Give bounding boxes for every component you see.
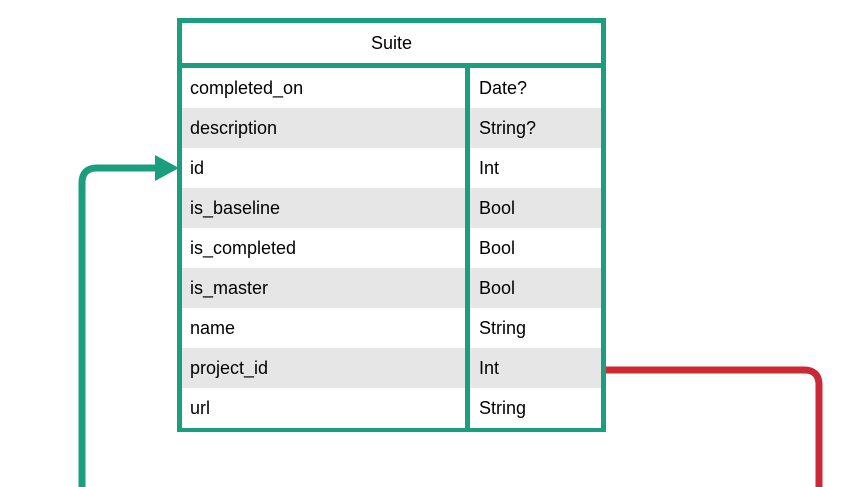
table-row[interactable]: description String? — [182, 108, 601, 148]
relation-line-incoming-id[interactable] — [78, 164, 160, 487]
attribute-name: is_completed — [190, 237, 297, 258]
column-divider — [465, 268, 470, 308]
column-divider — [465, 148, 470, 188]
attribute-name: is_baseline — [190, 197, 281, 218]
attribute-name: id — [190, 157, 205, 178]
table-row[interactable]: is_baseline Bool — [182, 188, 601, 228]
column-divider — [465, 388, 470, 428]
table-row[interactable]: id Int — [182, 148, 601, 188]
attribute-type: Bool — [479, 237, 516, 258]
entity-attribute-list: completed_on Date? description String? i… — [182, 68, 601, 428]
attribute-name: name — [190, 317, 236, 338]
attribute-name: is_master — [190, 277, 269, 298]
column-divider — [465, 108, 470, 148]
entity-box-suite[interactable]: Suite completed_on Date? description Str… — [177, 18, 606, 432]
attribute-type: Int — [479, 157, 500, 178]
table-row[interactable]: completed_on Date? — [182, 68, 601, 108]
table-row[interactable]: project_id Int — [182, 348, 601, 388]
attribute-type: String? — [479, 117, 537, 138]
column-divider — [465, 228, 470, 268]
arrowhead-icon — [155, 155, 179, 181]
entity-title-row: Suite — [182, 23, 601, 68]
attribute-name: url — [190, 397, 211, 418]
attribute-name: completed_on — [190, 77, 304, 98]
attribute-type: String — [479, 317, 527, 338]
table-row[interactable]: is_master Bool — [182, 268, 601, 308]
attribute-name: description — [190, 117, 278, 138]
table-row[interactable]: url String — [182, 388, 601, 428]
attribute-type: Bool — [479, 277, 516, 298]
table-row[interactable]: name String — [182, 308, 601, 348]
attribute-name: project_id — [190, 357, 269, 378]
table-row[interactable]: is_completed Bool — [182, 228, 601, 268]
column-divider — [465, 188, 470, 228]
attribute-type: Bool — [479, 197, 516, 218]
column-divider — [465, 348, 470, 388]
attribute-type: Int — [479, 357, 500, 378]
attribute-type: Date? — [479, 77, 528, 98]
entity-title: Suite — [370, 33, 413, 53]
column-divider — [465, 308, 470, 348]
relation-line-outgoing-project-id[interactable] — [604, 366, 823, 487]
column-divider — [465, 68, 470, 108]
attribute-type: String — [479, 397, 527, 418]
